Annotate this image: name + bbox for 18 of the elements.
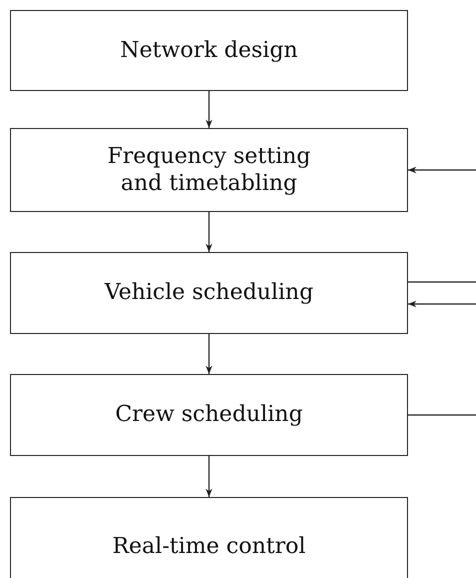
- box-label: Vehicle scheduling: [104, 279, 314, 307]
- process-box: [10, 374, 408, 456]
- arrow: [206, 212, 212, 252]
- arrow: [206, 456, 212, 497]
- box-label: Network design: [120, 36, 298, 64]
- connector-line: [408, 414, 476, 416]
- process-box: [10, 252, 408, 334]
- box-label: Real-time control: [112, 533, 306, 561]
- box-label: Frequency setting and timetabling: [106, 142, 312, 198]
- process-box: [10, 497, 408, 578]
- arrow: [408, 300, 476, 308]
- process-box: [10, 10, 408, 91]
- arrow: [408, 166, 476, 174]
- arrow: [206, 91, 212, 128]
- process-box: [10, 128, 408, 212]
- arrow: [206, 334, 212, 374]
- connector-line: [408, 281, 476, 283]
- box-label: Crew scheduling: [115, 401, 303, 429]
